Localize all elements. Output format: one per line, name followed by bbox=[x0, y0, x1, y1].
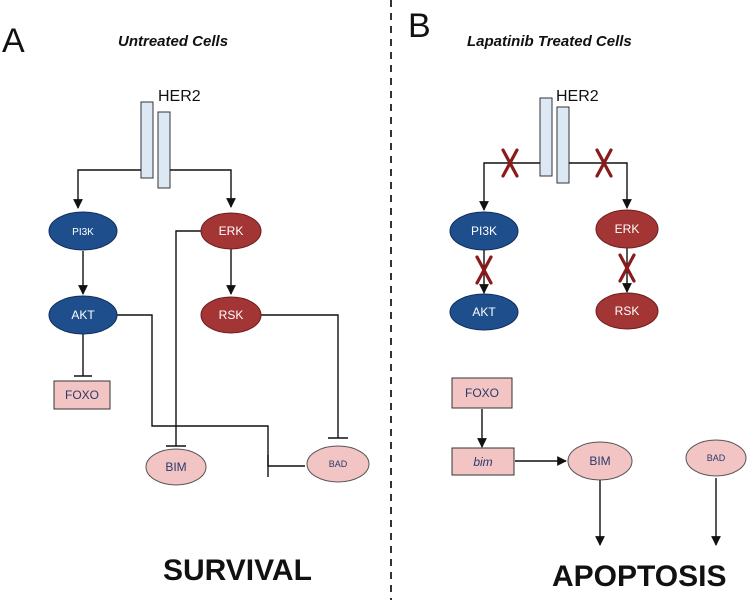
panel-a-her2-label: HER2 bbox=[158, 88, 201, 105]
edge-her2-erk bbox=[170, 169, 236, 208]
panel-a: A Untreated Cells HER2 bbox=[2, 22, 370, 587]
edge-b-her2-pi3k bbox=[479, 162, 540, 211]
panel-b-blocked-her2-pi3k-x-icon bbox=[501, 148, 519, 178]
panel-b-edges bbox=[477, 162, 721, 546]
panel-b-rsk-label: RSK bbox=[615, 304, 640, 318]
panel-b-her2-receptor bbox=[539, 97, 570, 184]
panel-a-edges bbox=[73, 169, 348, 477]
panel-a-bim-label: BIM bbox=[165, 460, 186, 474]
edge-rsk-bad bbox=[261, 314, 339, 438]
panel-a-akt-label: AKT bbox=[71, 308, 95, 322]
panel-a-pi3k-label: PI3K bbox=[72, 227, 94, 238]
panel-a-title: Untreated Cells bbox=[118, 33, 228, 50]
panel-a-node-foxo: FOXO bbox=[53, 380, 111, 410]
edge-her2-pi3k bbox=[73, 169, 141, 209]
panel-b-node-foxo: FOXO bbox=[451, 377, 513, 409]
panel-a-node-akt: AKT bbox=[48, 295, 118, 335]
panel-b-node-akt: AKT bbox=[449, 293, 519, 331]
panel-a-node-erk: ERK bbox=[200, 212, 262, 250]
panel-b-bad-label: BAD bbox=[707, 453, 726, 463]
panel-b-bim-label: BIM bbox=[589, 454, 610, 468]
edge-akt-bad bbox=[116, 314, 269, 466]
panel-b-outcome: APOPTOSIS bbox=[552, 560, 727, 593]
panel-b-pi3k-label: PI3K bbox=[471, 224, 497, 238]
panel-b-foxo-label: FOXO bbox=[465, 386, 499, 400]
panel-b-node-rsk: RSK bbox=[595, 292, 659, 330]
edge-b-her2-erk bbox=[569, 162, 632, 209]
panel-a-node-pi3k: PI3K bbox=[48, 211, 118, 251]
panel-b-title: Lapatinib Treated Cells bbox=[467, 33, 632, 50]
panel-a-rsk-label: RSK bbox=[219, 308, 244, 322]
panel-a-foxo-label: FOXO bbox=[65, 388, 99, 402]
panel-b-akt-label: AKT bbox=[472, 305, 496, 319]
panel-b-blocked-her2-erk-x-icon bbox=[595, 148, 613, 178]
panel-b-blocked-pi3k-akt-x-icon bbox=[475, 255, 493, 285]
panel-b-node-bim-gene: bim bbox=[451, 447, 515, 476]
panel-b-blocked-erk-rsk-x-icon bbox=[618, 253, 636, 283]
panel-b-her2-label: HER2 bbox=[556, 88, 599, 105]
panel-a-bad-label: BAD bbox=[329, 459, 348, 469]
panel-a-her2-receptor bbox=[140, 101, 171, 189]
panel-a-node-rsk: RSK bbox=[200, 296, 262, 334]
panel-b: B Lapatinib Treated Cells HER2 bbox=[408, 7, 747, 593]
panel-a-letter: A bbox=[2, 22, 25, 60]
panel-b-node-bim: BIM bbox=[567, 441, 633, 481]
panel-b-node-erk: ERK bbox=[595, 209, 659, 249]
panel-b-letter: B bbox=[408, 7, 431, 45]
panel-b-node-pi3k: PI3K bbox=[449, 211, 519, 251]
panel-a-node-bim: BIM bbox=[145, 448, 207, 486]
panel-b-erk-label: ERK bbox=[615, 222, 640, 236]
panel-b-bim-gene-label: bim bbox=[473, 455, 492, 469]
edge-erk-bim bbox=[175, 230, 206, 446]
panel-a-outcome: SURVIVAL bbox=[163, 554, 312, 587]
panel-a-erk-label: ERK bbox=[219, 224, 244, 238]
panel-a-node-bad: BAD bbox=[306, 445, 370, 483]
panel-b-node-bad: BAD bbox=[685, 439, 747, 477]
